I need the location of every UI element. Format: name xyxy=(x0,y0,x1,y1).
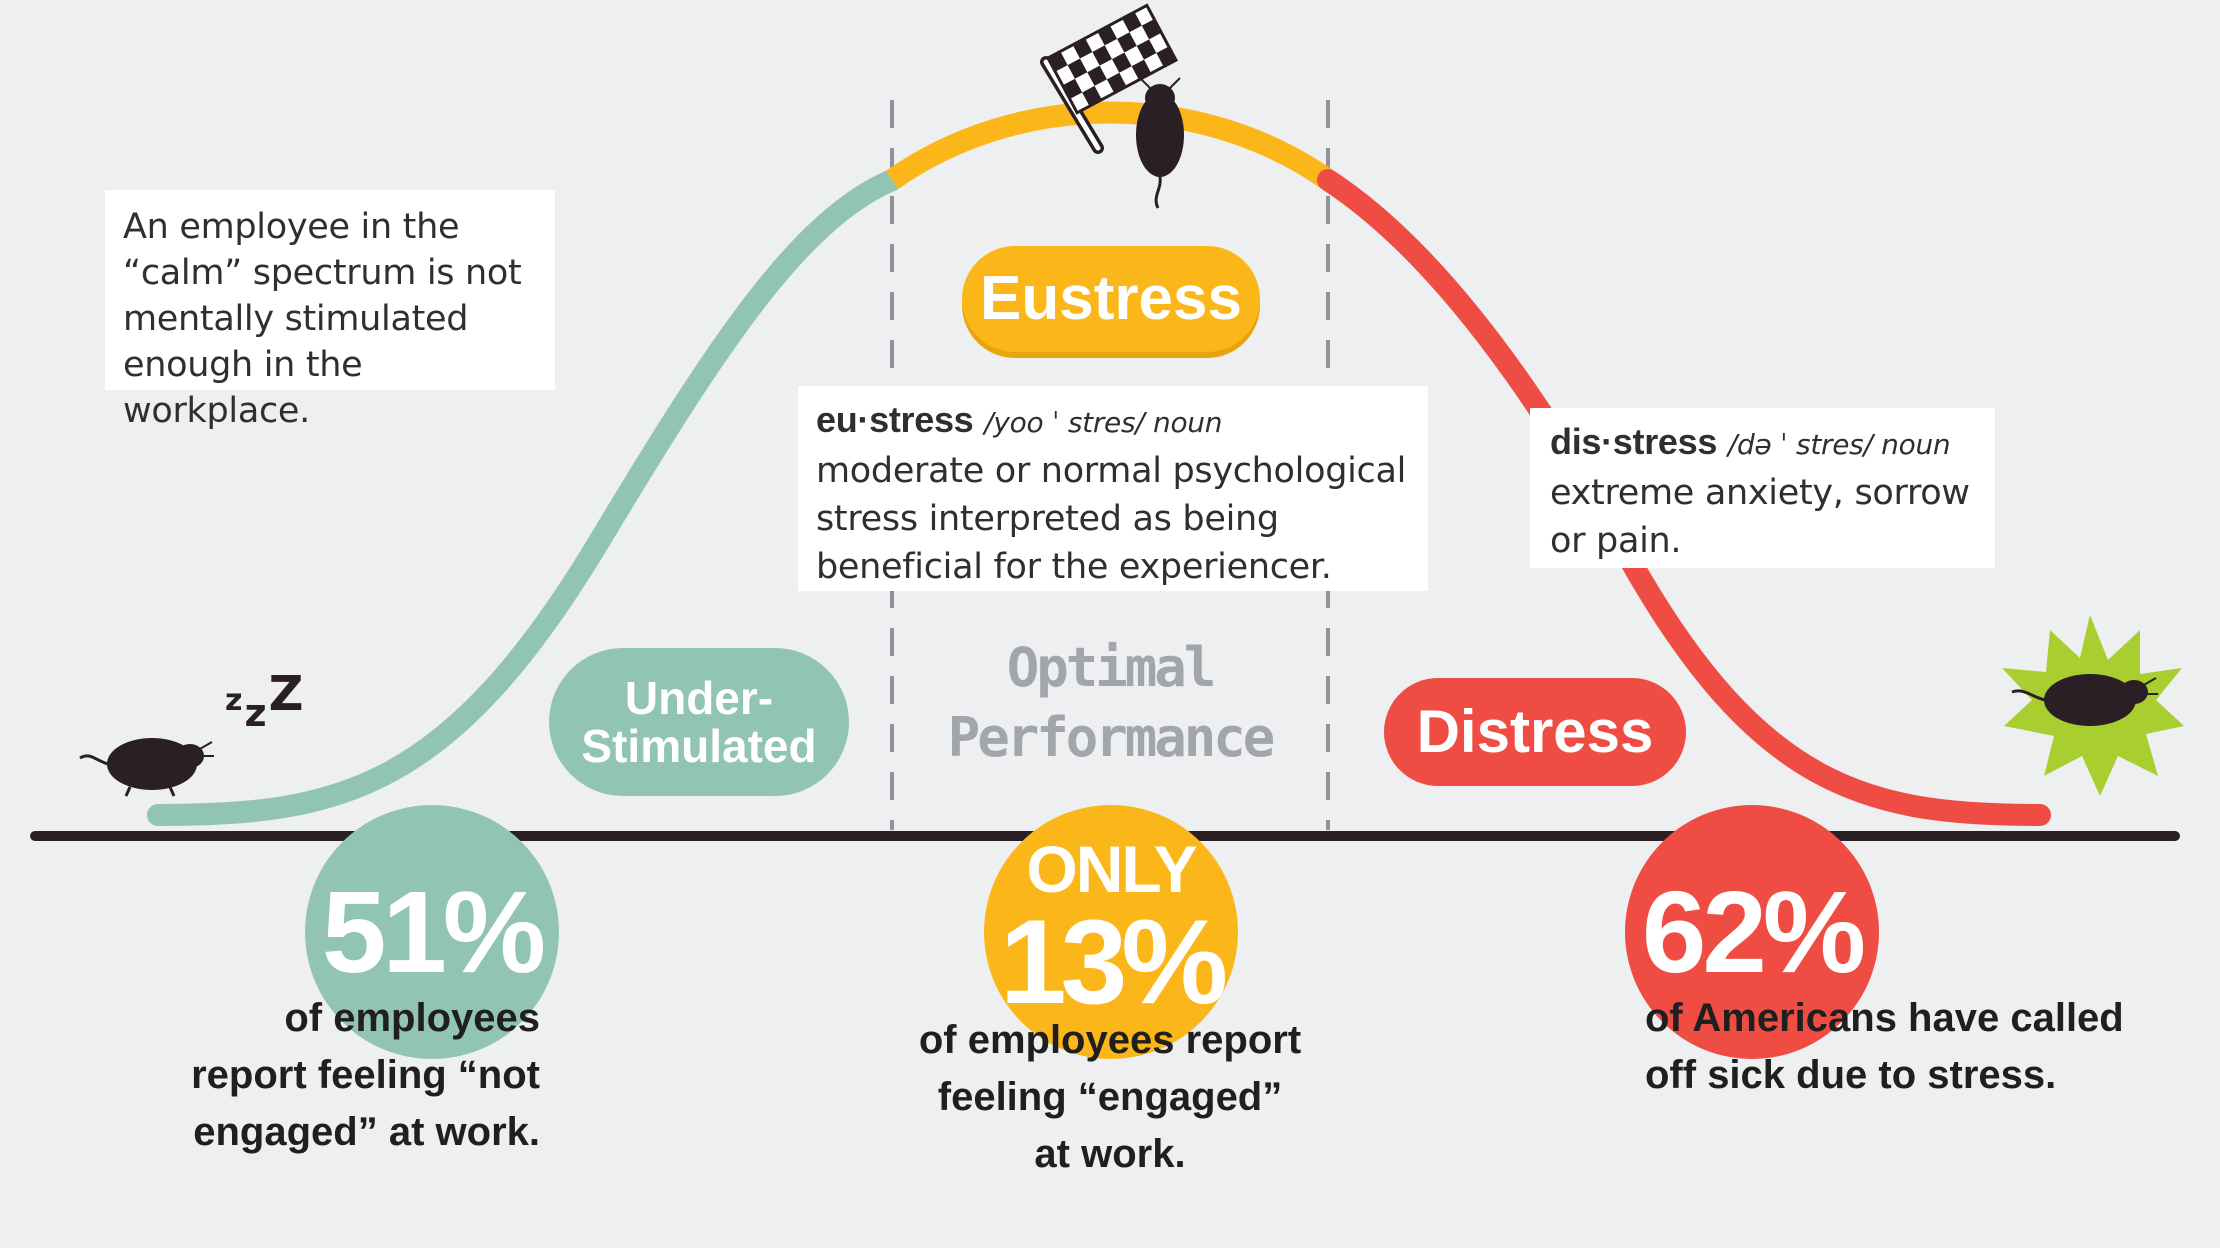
mouse-icon xyxy=(1136,77,1184,209)
stat-caption-line: report feeling “not xyxy=(191,1053,540,1097)
distress-word: dis·stress xyxy=(1550,421,1718,462)
distress-definition-line: or pain. xyxy=(1550,521,1682,561)
optimal-label-line: Optimal xyxy=(1006,636,1217,699)
stat-circle-sick-leave: 62% xyxy=(1625,805,1879,1059)
zzz-letter: z xyxy=(244,691,267,735)
stat-caption-line: of employees report xyxy=(918,1018,1302,1062)
stressed-mouse-icon xyxy=(2011,674,2158,726)
distress-definition-head: dis·stress /də ˈ stres/ noun xyxy=(1550,418,1975,469)
distress-label: Distress xyxy=(1416,698,1654,765)
stat-value: 13% xyxy=(999,895,1228,1029)
distress-pronunciation: /də ˈ stres/ noun xyxy=(1727,428,1951,461)
stat-caption-line: of Americans have called xyxy=(1645,996,2124,1040)
stat-caption-line: feeling “engaged” xyxy=(937,1075,1283,1119)
calm-note-line: enough in the workplace. xyxy=(123,345,363,431)
stat-circle-not-engaged: 51% xyxy=(305,805,559,1059)
calm-note-line: mentally stimulated xyxy=(123,299,469,339)
eustress-label-pill: Eustress xyxy=(962,246,1260,352)
zzz-letter: Z xyxy=(268,666,304,722)
stat-caption-line: off sick due to stress. xyxy=(1645,1053,2057,1097)
curve-calm-segment xyxy=(147,169,903,826)
stat-caption-not-engaged: of employees report feeling “not engaged… xyxy=(120,990,540,1161)
curve-eustress-segment xyxy=(885,101,1335,190)
eustress-pronunciation: /yoo ˈ stres/ noun xyxy=(984,406,1223,439)
eustress-definition-line: beneficial for the experiencer. xyxy=(816,547,1332,587)
distress-label-pill: Distress xyxy=(1384,678,1686,786)
stat-circle-engaged: ONLY 13% xyxy=(984,805,1238,1059)
checkered-flag-icon xyxy=(1040,3,1179,154)
optimal-label-line: Performance xyxy=(947,706,1276,769)
sleep-zzz-text: zzZ xyxy=(225,666,305,752)
distress-definition: dis·stress /də ˈ stres/ noun extreme anx… xyxy=(1530,408,1995,568)
calm-note-line: An employee in the xyxy=(123,207,460,247)
eustress-definition-head: eu·stress /yoo ˈ stres/ noun xyxy=(816,396,1410,447)
eustress-definition-line: stress interpreted as being xyxy=(816,499,1279,539)
stat-caption-line: of employees xyxy=(284,996,540,1040)
under-stimulated-label-line: Stimulated xyxy=(581,720,817,772)
sleeping-mouse-icon xyxy=(79,738,214,797)
calm-spectrum-note: An employee in the “calm” spectrum is no… xyxy=(105,190,555,431)
eustress-word: eu·stress xyxy=(816,399,974,440)
stat-value: 51% xyxy=(321,867,546,997)
eustress-label: Eustress xyxy=(980,264,1242,333)
optimal-performance-label: Optimal Performance xyxy=(940,633,1280,773)
stat-caption-engaged: of employees report feeling “engaged” at… xyxy=(880,1012,1340,1183)
stat-prefix: ONLY xyxy=(1026,832,1197,906)
stat-value: 62% xyxy=(1641,867,1866,997)
eustress-definition-line: moderate or normal psychological xyxy=(816,451,1407,491)
under-stimulated-label-pill: Under- Stimulated xyxy=(549,648,849,796)
under-stimulated-label-line: Under- xyxy=(624,672,774,724)
stat-caption-sick-leave: of Americans have called off sick due to… xyxy=(1645,990,2205,1104)
stat-caption-line: at work. xyxy=(1034,1132,1186,1176)
zzz-letter: z xyxy=(225,683,243,718)
calm-note-line: “calm” spectrum is not xyxy=(123,253,522,293)
stat-caption-line: engaged” at work. xyxy=(193,1110,540,1154)
eustress-definition: eu·stress /yoo ˈ stres/ noun moderate or… xyxy=(798,386,1428,591)
distress-definition-line: extreme anxiety, sorrow xyxy=(1550,473,1970,513)
